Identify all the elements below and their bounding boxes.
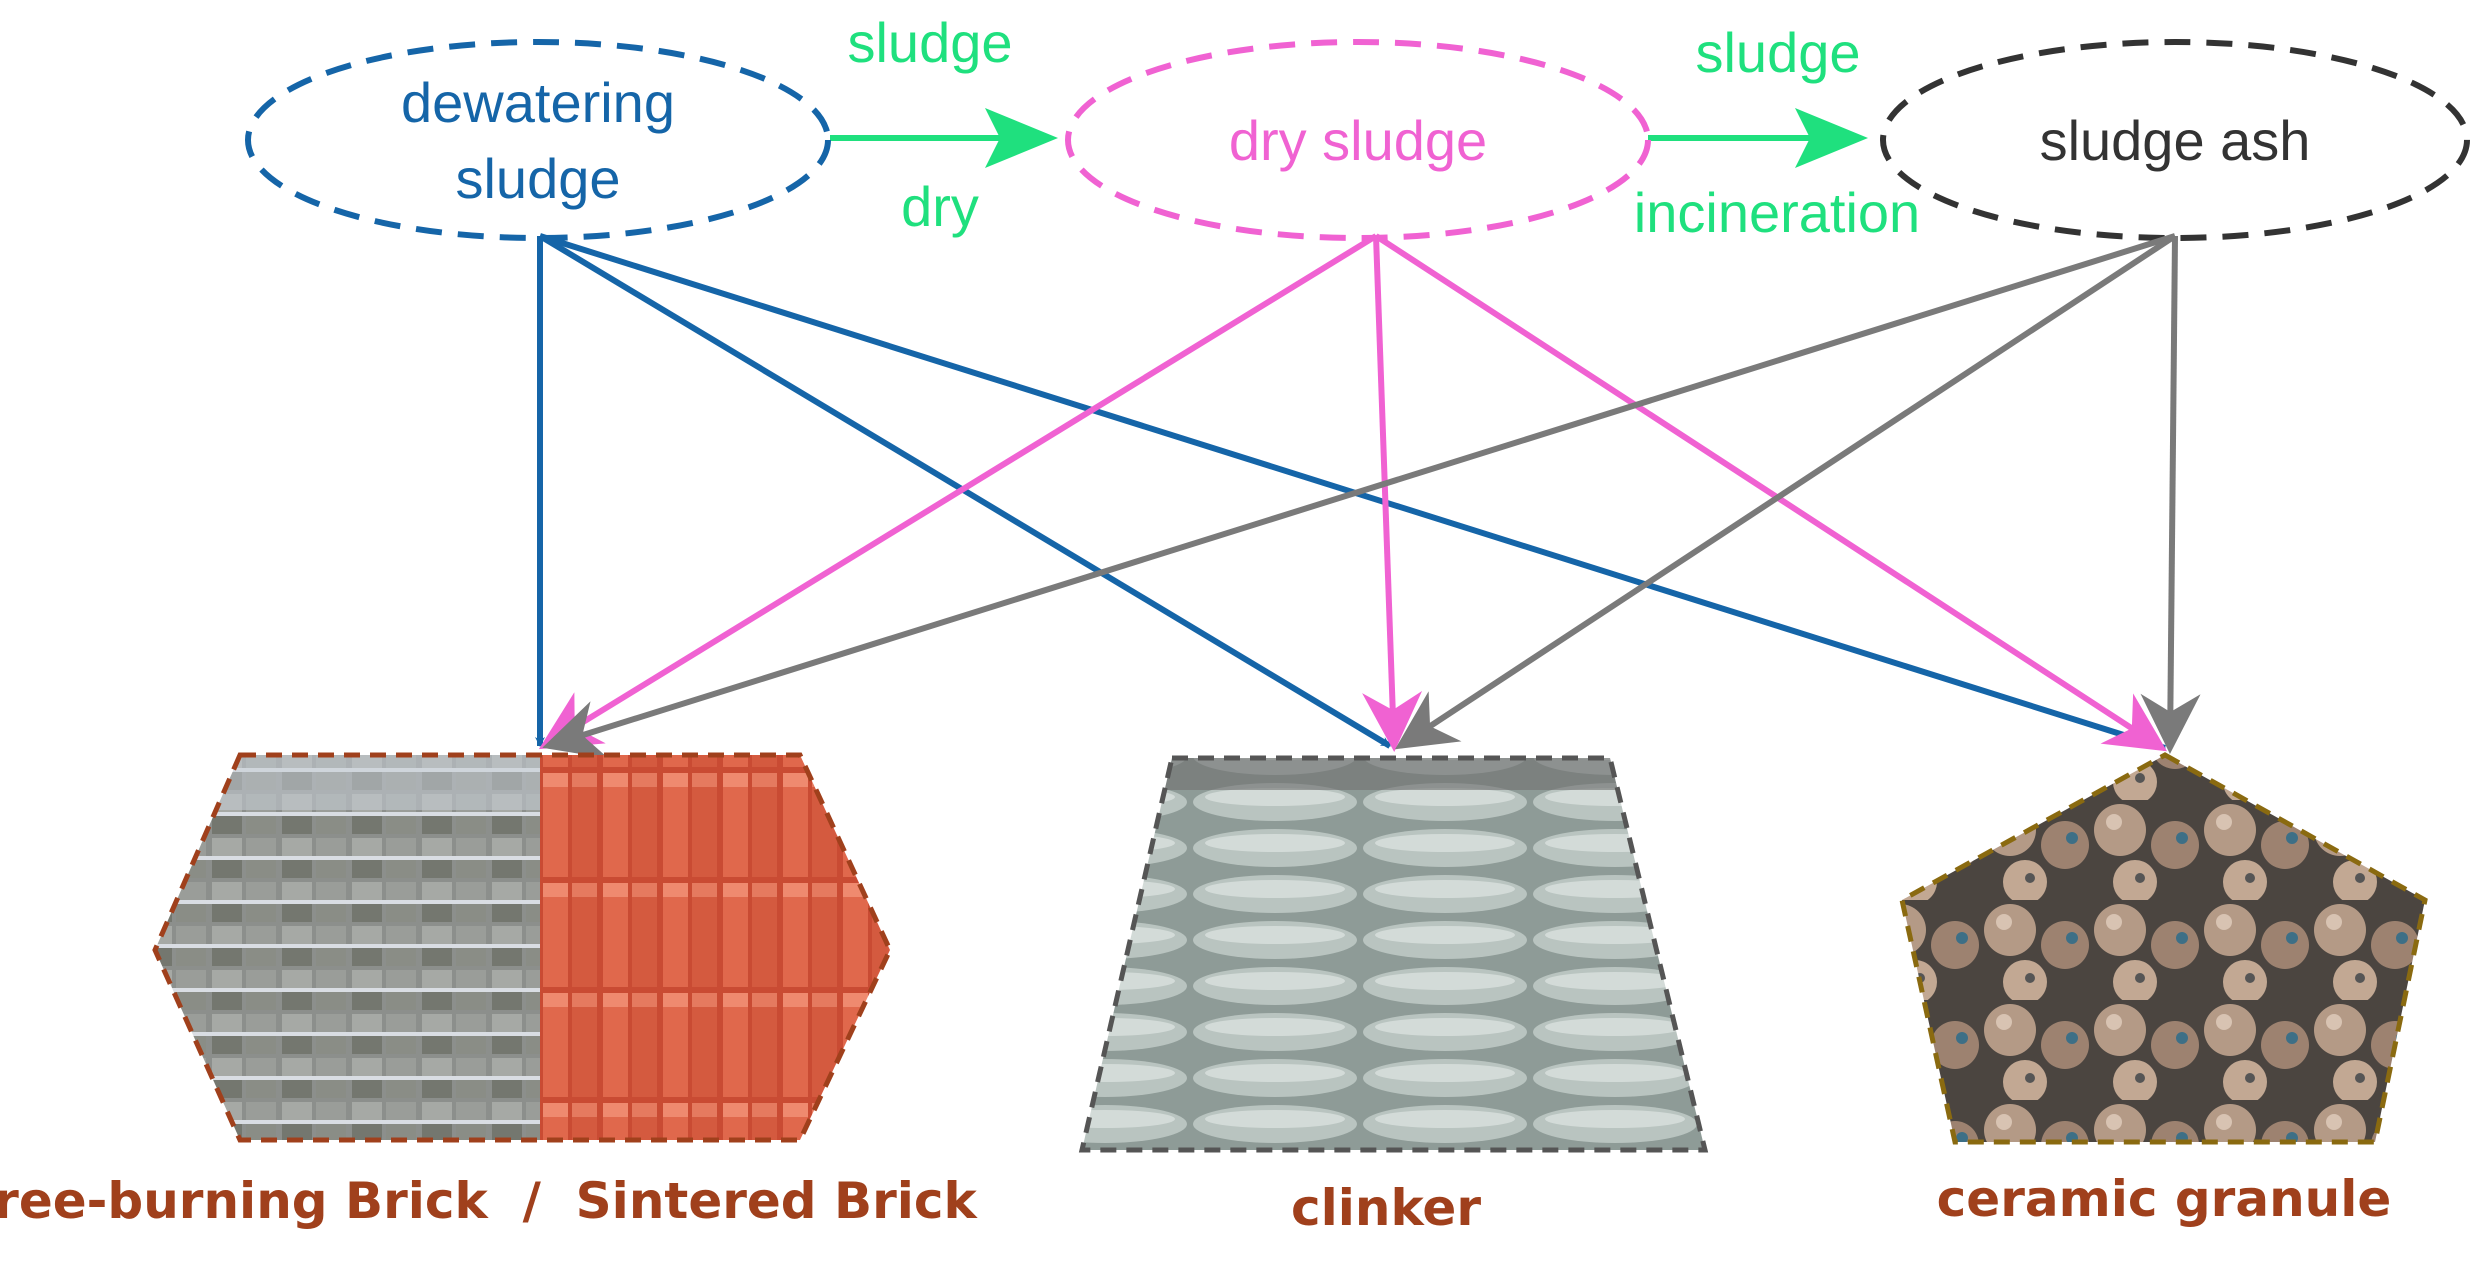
product-bricks-image [152,752,893,1143]
product-granule-image [1899,752,2428,1145]
process-arrow-dry: sludge dry [830,11,1058,238]
arrows-from-sludge-ash [542,233,2201,759]
node-dry-sludge: dry sludge [1065,39,1651,241]
arrow-dry-to-granule [1374,233,2168,752]
node-ash-label: sludge ash [2040,109,2311,172]
arrow-dry-to-bricks [538,233,1378,750]
node-dewatering-line2: sludge [455,147,620,210]
caption-clinker: clinker [1291,1179,1481,1237]
product-clinker-image [1078,755,1709,1153]
process-dry-top-label: sludge [847,11,1012,74]
node-dry-label: dry sludge [1229,109,1487,172]
node-sludge-ash: sludge ash [1880,39,2470,241]
process-arrow-incineration: sludge incineration [1634,21,1920,244]
arrow-ash-to-clinker [1394,233,2177,750]
caption-bricks: Free-burning Brick / Sintered Brick [0,1172,979,1230]
process-incineration-top-label: sludge [1695,21,1860,84]
process-dry-bottom-label: dry [901,175,979,238]
arrow-ash-to-granule [2140,235,2201,754]
arrow-dry-to-clinker [1362,235,1423,752]
node-dewatering-sludge: dewatering sludge [245,39,831,241]
process-incineration-bottom-label: incineration [1634,181,1920,244]
arrows-from-dry-sludge [538,233,2168,752]
node-dewatering-line1: dewatering [401,71,675,134]
arrow-ash-to-bricks [542,233,2176,759]
caption-granule: ceramic granule [1937,1170,2392,1228]
